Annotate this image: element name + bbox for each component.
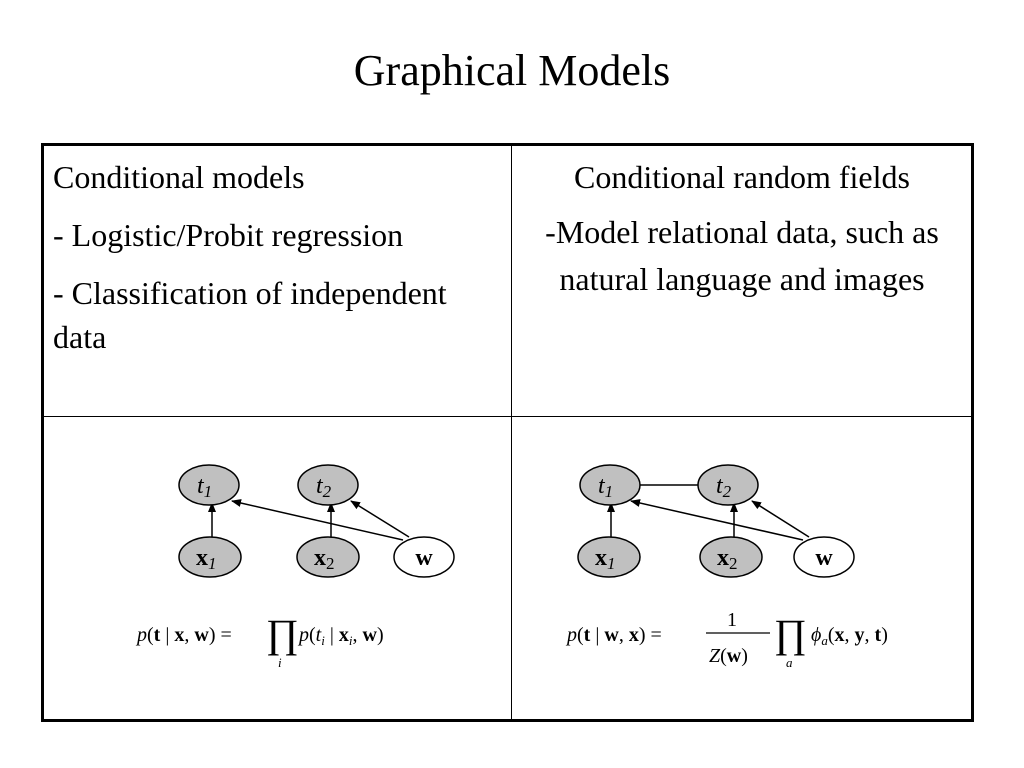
node-t2-label: t2 <box>316 473 332 501</box>
left-equation: p(t | x, w) = ∏ i p(ti | xi, w) <box>135 611 384 670</box>
node-w-crf-label: w <box>815 545 833 571</box>
conditional-models-item-2: - Classification of independent data <box>53 275 447 355</box>
svg-text:i: i <box>278 655 282 670</box>
node-x2-crf <box>699 536 763 578</box>
edge-w-t2-crf <box>751 500 810 538</box>
node-w-crf <box>793 536 855 578</box>
node-x2-label: x2 <box>314 545 335 573</box>
svg-text:ϕa(x, y, t): ϕa(x, y, t) <box>811 624 888 648</box>
conditional-models-item-1: - Logistic/Probit regression <box>53 217 404 253</box>
node-t2 <box>297 464 359 506</box>
edge-w-t2 <box>350 500 410 538</box>
node-t1-crf-label: t1 <box>598 473 613 501</box>
node-t1-label: t1 <box>197 473 212 501</box>
node-t2-crf-label: t2 <box>716 473 732 501</box>
slide-title: Graphical Models <box>353 46 671 95</box>
left-model-graph: t1 t2 x1 x2 w <box>178 464 455 578</box>
crf-graph: t1 t2 x1 x2 w <box>577 464 855 578</box>
svg-text:a: a <box>786 655 793 670</box>
edge-w-t1 <box>231 499 404 541</box>
table-row-divider <box>41 416 974 417</box>
crf-description: -Model relational data, such as natural … <box>545 214 939 297</box>
crf-heading: Conditional random fields <box>574 159 910 195</box>
edge-w-t1-crf <box>630 499 804 541</box>
node-x1-label: x1 <box>196 545 217 573</box>
svg-text:p(ti | xi, w): p(ti | xi, w) <box>297 624 384 648</box>
node-x1-crf-label: x1 <box>595 545 616 573</box>
node-t2-crf <box>697 464 759 506</box>
node-w <box>393 536 455 578</box>
svg-text:∏: ∏ <box>774 611 807 656</box>
node-x2 <box>296 536 360 578</box>
svg-text:1: 1 <box>727 609 737 631</box>
crf-cell: Conditional random fields -Model relatio… <box>516 155 968 313</box>
comparison-table <box>41 143 974 722</box>
crf-equation: p(t | w, x) = 1 Z(w) ∏ a ϕa(x, y, t) <box>565 609 888 670</box>
node-x1-crf <box>577 536 641 578</box>
svg-text:Z(w): Z(w) <box>709 645 748 667</box>
conditional-models-cell: Conditional models - Logistic/Probit reg… <box>53 155 503 373</box>
conditional-models-heading: Conditional models <box>53 159 305 195</box>
node-x1 <box>178 536 242 578</box>
node-x2-crf-label: x2 <box>717 545 738 573</box>
node-w-label: w <box>415 545 433 571</box>
svg-text:∏: ∏ <box>266 611 299 656</box>
svg-text:p(t | w, x) =: p(t | w, x) = <box>565 624 662 646</box>
node-t1-crf <box>579 464 641 506</box>
table-column-divider <box>511 143 512 722</box>
svg-text:p(t | x, w) =: p(t | x, w) = <box>135 624 232 646</box>
node-t1 <box>178 464 240 506</box>
